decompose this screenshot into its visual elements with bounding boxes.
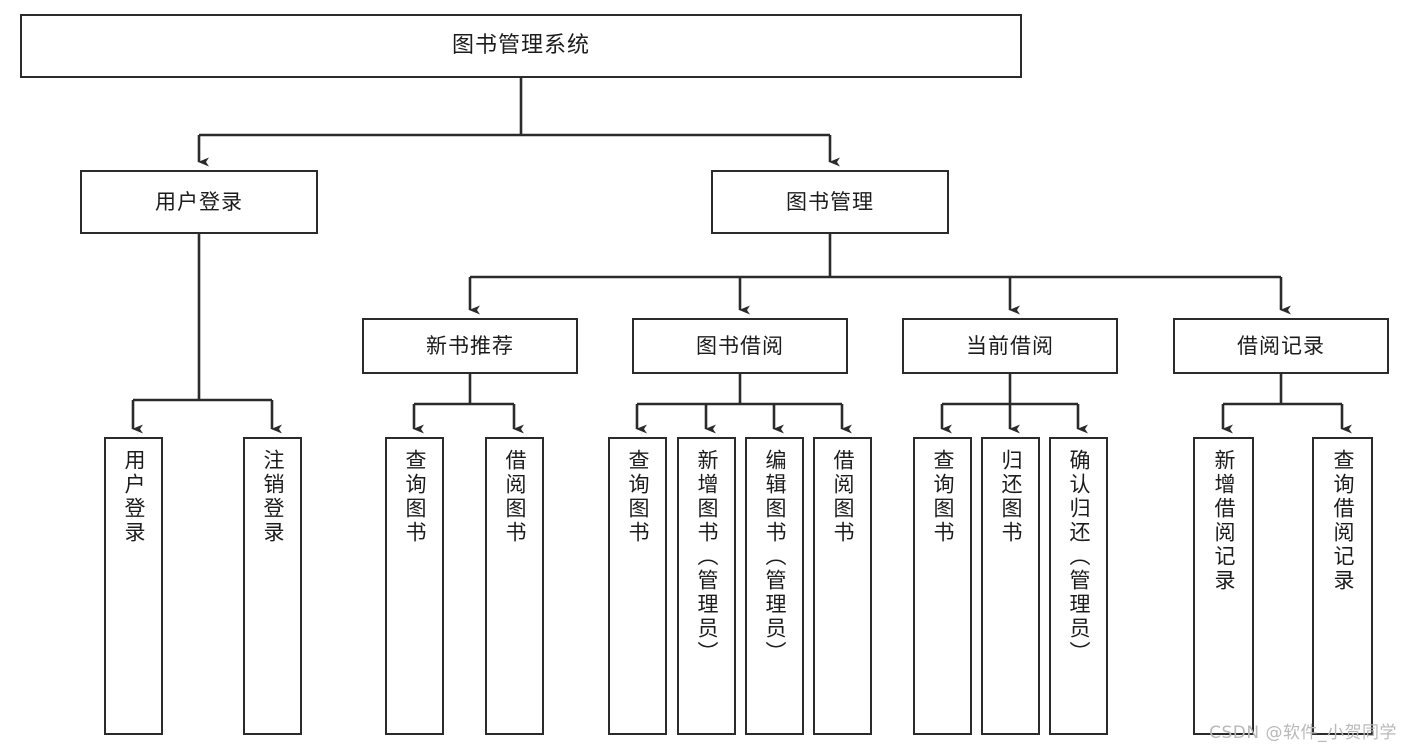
node-label: 借阅记录 — [1237, 333, 1325, 358]
node-label: 确认归还（管理员） — [1067, 449, 1091, 665]
node-label: 图书借阅 — [696, 333, 784, 358]
node-label: 新增图书（管理员） — [695, 449, 719, 665]
node-label: 借阅图书 — [503, 449, 527, 545]
leaf-query-book-new-recommend[interactable]: 查询图书 — [385, 437, 444, 735]
node-book-management[interactable]: 图书管理 — [711, 170, 949, 234]
node-book-borrow[interactable]: 图书借阅 — [632, 318, 848, 374]
node-borrow-record[interactable]: 借阅记录 — [1173, 318, 1389, 374]
node-label: 新书推荐 — [426, 333, 514, 358]
leaf-query-book-borrow[interactable]: 查询图书 — [608, 437, 667, 735]
leaf-user-login[interactable]: 用户登录 — [104, 437, 163, 735]
leaf-add-borrow-record[interactable]: 新增借阅记录 — [1193, 437, 1254, 735]
leaf-return-book[interactable]: 归还图书 — [981, 437, 1040, 735]
node-label: 查询图书 — [931, 449, 955, 545]
leaf-add-book-admin[interactable]: 新增图书（管理员） — [677, 437, 736, 735]
node-label: 用户登录 — [155, 189, 243, 214]
leaf-borrow-book-new-recommend[interactable]: 借阅图书 — [485, 437, 544, 735]
node-label: 查询图书 — [403, 449, 427, 545]
node-label: 用户登录 — [122, 449, 146, 545]
node-new-book-recommend[interactable]: 新书推荐 — [362, 318, 578, 374]
node-label: 图书管理系统 — [451, 33, 590, 59]
leaf-confirm-return-admin[interactable]: 确认归还（管理员） — [1049, 437, 1108, 735]
node-label: 注销登录 — [261, 449, 285, 545]
node-label: 当前借阅 — [966, 333, 1054, 358]
node-label: 编辑图书（管理员） — [763, 449, 787, 665]
node-label: 查询图书 — [626, 449, 650, 545]
leaf-borrow-book-borrow[interactable]: 借阅图书 — [813, 437, 872, 735]
leaf-edit-book-admin[interactable]: 编辑图书（管理员） — [745, 437, 804, 735]
node-label: 归还图书 — [999, 449, 1023, 545]
node-label: 查询借阅记录 — [1331, 449, 1355, 593]
node-label: 借阅图书 — [831, 449, 855, 545]
leaf-query-book-current[interactable]: 查询图书 — [913, 437, 972, 735]
node-label: 新增借阅记录 — [1212, 449, 1236, 593]
leaf-logout-login[interactable]: 注销登录 — [243, 437, 302, 735]
node-label: 图书管理 — [786, 189, 874, 214]
node-current-borrow[interactable]: 当前借阅 — [902, 318, 1118, 374]
node-user-login[interactable]: 用户登录 — [80, 170, 318, 234]
node-root-book-management-system[interactable]: 图书管理系统 — [20, 14, 1022, 78]
leaf-query-borrow-record[interactable]: 查询借阅记录 — [1312, 437, 1373, 735]
